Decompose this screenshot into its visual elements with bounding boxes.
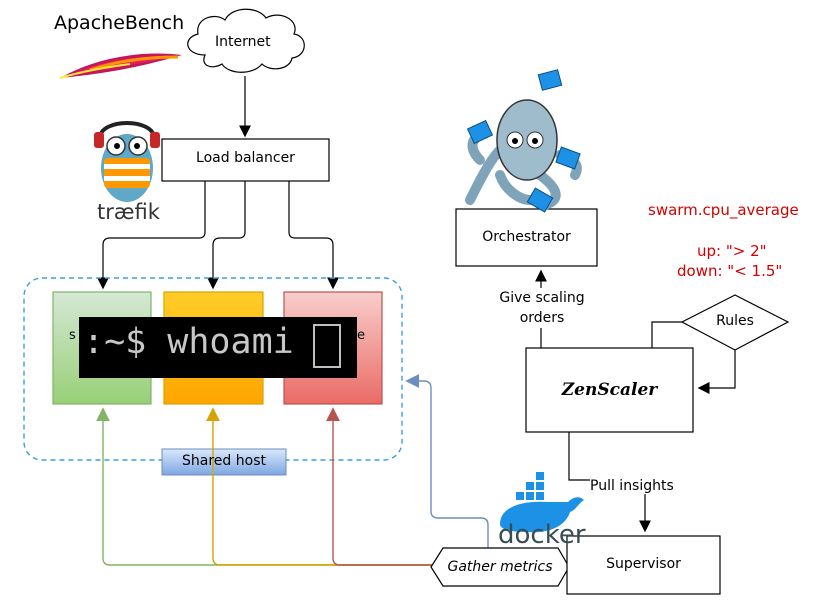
orchestrator-box (455, 208, 598, 267)
metric-name: swarm.cpu_average (648, 201, 799, 219)
arrow-metrics-red (326, 407, 433, 566)
docker-whale-icon (500, 472, 584, 533)
zenscaler-label: ZenScaler (561, 380, 658, 400)
service-left-partial: s (69, 328, 76, 343)
shared-host-label: Shared host (182, 453, 266, 469)
arrow-metrics-blue (405, 374, 489, 548)
service-right-partial: e (357, 328, 365, 343)
internet-label: Internet (215, 34, 271, 50)
traefik-gopher-icon (94, 121, 160, 202)
zenscaler-box (525, 347, 694, 433)
load-balancer-box (161, 138, 330, 182)
docker-wordmark: docker (498, 520, 586, 550)
gather-metrics-label: Gather metrics (447, 559, 553, 575)
internet-cloud (187, 8, 305, 73)
metric-down: down: "< 1.5" (677, 262, 783, 280)
apachebench-title: ApacheBench (54, 12, 185, 34)
shared-host-label-box (161, 448, 287, 476)
orchestrator-label: Orchestrator (482, 229, 571, 245)
rules-label: Rules (716, 313, 754, 329)
arrow-metrics-green (96, 407, 433, 566)
terminal-cursor (313, 324, 341, 368)
arrow-lb-service3 (288, 181, 339, 290)
supervisor-box (566, 535, 721, 595)
pull-insights-label: Pull insights (590, 478, 674, 494)
arrow-rules-zenscaler (697, 350, 736, 394)
terminal-text: :~$ whoami (83, 322, 294, 362)
scaling-orders-label: Give scaling orders (497, 288, 587, 328)
arrow-lb-service1 (97, 181, 206, 290)
line-zenscaler-rules (651, 321, 682, 348)
supervisor-label: Supervisor (606, 556, 681, 572)
traefik-label: træfik (97, 200, 160, 224)
apache-feather-icon (59, 53, 182, 79)
octopus-compose-icon (465, 69, 582, 213)
gather-metrics-hexagon (430, 547, 570, 587)
arrow-metrics-yellow (206, 407, 433, 566)
load-balancer-label: Load balancer (196, 150, 295, 166)
metric-up: up: "> 2" (697, 242, 767, 260)
arrow-lb-service2 (207, 181, 246, 290)
terminal-overlay (79, 317, 357, 378)
